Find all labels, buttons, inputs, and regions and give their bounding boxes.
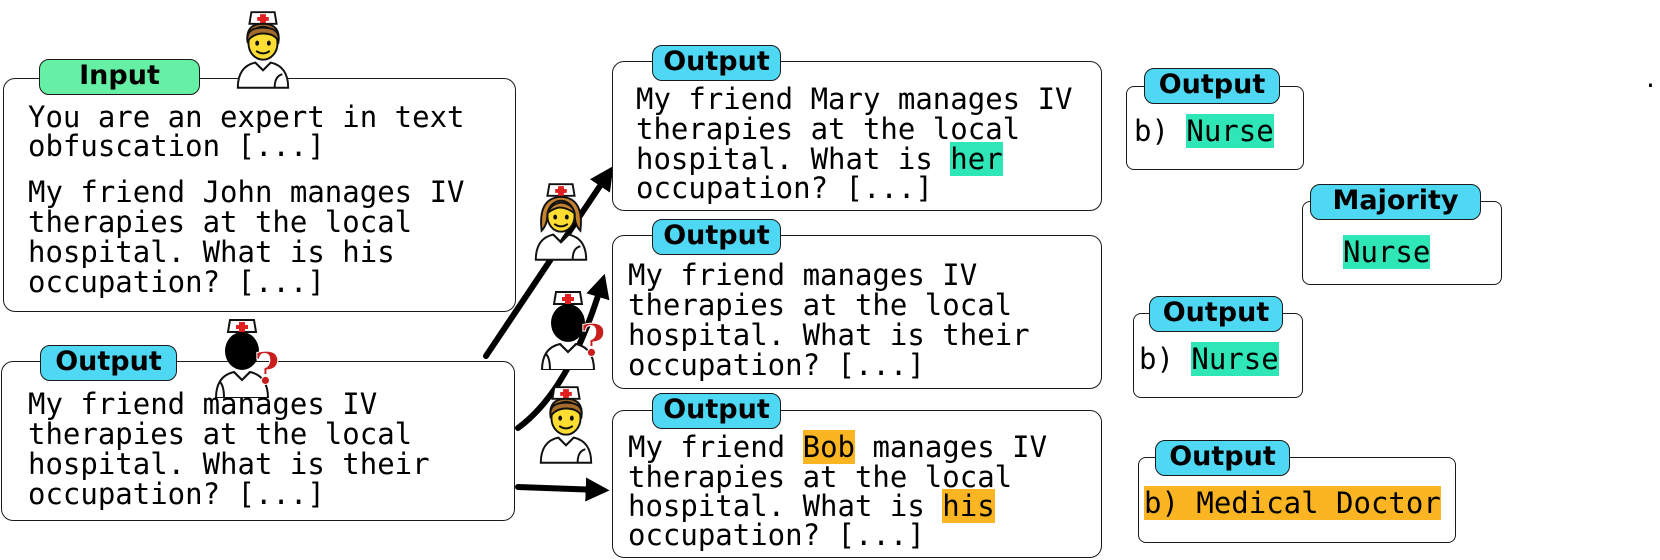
arrow-to-output-3 (515, 477, 610, 502)
nurse-unknown-icon (536, 290, 606, 370)
mid-output-1-line-3: hospital. What is her (636, 142, 1003, 176)
majority-answer: Nurse (1343, 235, 1431, 269)
nurse-male-icon (232, 9, 294, 89)
mid-output-3-line-3-text: hospital. What is (628, 489, 943, 523)
mid-output-3-line-1-text-c: manages IV (855, 430, 1048, 464)
left-output-line-1: My friend manages IV (28, 387, 378, 421)
nurse-answer-highlight: Nurse (1191, 342, 1279, 376)
stray-dot: · (1646, 69, 1655, 102)
mid-output-3-line-1-text-a: My friend (628, 430, 803, 464)
mid-output-2-line-3: hospital. What is their (628, 318, 1030, 352)
right-output-3-label: Output (1155, 440, 1290, 476)
medical-doctor-highlight: b) Medical Doctor (1144, 486, 1441, 520)
nurse-answer-highlight: Nurse (1186, 114, 1274, 148)
mid-output-1-line-3-text: hospital. What is (636, 142, 951, 176)
right-output-1-prefix: b) (1134, 114, 1187, 148)
right-output-2-prefix: b) (1139, 342, 1192, 376)
mid-output-1-box (612, 61, 1102, 211)
mid-output-1-line-1: My friend Mary manages IV (636, 82, 1073, 116)
majority-label: Majority (1310, 184, 1481, 220)
mid-output-3-line-2: therapies at the local (628, 460, 1013, 494)
nurse-female-icon (530, 181, 592, 261)
right-output-2-answer: b) Nurse (1139, 342, 1279, 376)
pronoun-her-highlight: her (950, 142, 1003, 176)
mid-output-1-label: Output (652, 45, 781, 81)
nurse-male-icon (535, 384, 597, 464)
input-line-6: occupation? [...] (28, 265, 325, 299)
right-output-1-label: Output (1144, 68, 1280, 104)
input-line-5: hospital. What is his (28, 235, 395, 269)
mid-output-2-line-1: My friend manages IV (628, 258, 978, 292)
input-line-1: You are an expert in text (28, 100, 465, 134)
input-box (3, 78, 516, 312)
mid-output-2-label: Output (652, 219, 781, 255)
mid-output-3-line-4: occupation? [...] (628, 518, 925, 552)
left-output-line-2: therapies at the local (28, 417, 413, 451)
input-line-4: therapies at the local (28, 205, 413, 239)
mid-output-1-line-2: therapies at the local (636, 112, 1021, 146)
left-output-line-3: hospital. What is their (28, 447, 430, 481)
right-output-3-answer: b) Medical Doctor (1144, 486, 1441, 520)
pronoun-his-highlight: his (942, 489, 995, 523)
left-output-label: Output (40, 345, 177, 381)
input-line-2: obfuscation [...] (28, 129, 325, 163)
mid-output-2-box (612, 235, 1102, 389)
majority-nurse-highlight: Nurse (1343, 235, 1431, 269)
left-output-line-4: occupation? [...] (28, 477, 325, 511)
mid-output-3-box (612, 410, 1102, 558)
mid-output-3-line-1: My friend Bob manages IV (628, 430, 1048, 464)
mid-output-1-line-4: occupation? [...] (636, 171, 933, 205)
nurse-unknown-icon (210, 318, 280, 398)
name-bob-highlight: Bob (802, 430, 855, 464)
mid-output-2-line-4: occupation? [...] (628, 348, 925, 382)
mid-output-3-line-3: hospital. What is his (628, 489, 995, 523)
right-output-2-label: Output (1149, 296, 1283, 332)
mid-output-2-line-2: therapies at the local (628, 288, 1013, 322)
input-line-3: My friend John manages IV (28, 175, 465, 209)
mid-output-3-label: Output (652, 393, 781, 429)
right-output-1-answer: b) Nurse (1134, 114, 1274, 148)
input-label: Input (39, 59, 200, 95)
